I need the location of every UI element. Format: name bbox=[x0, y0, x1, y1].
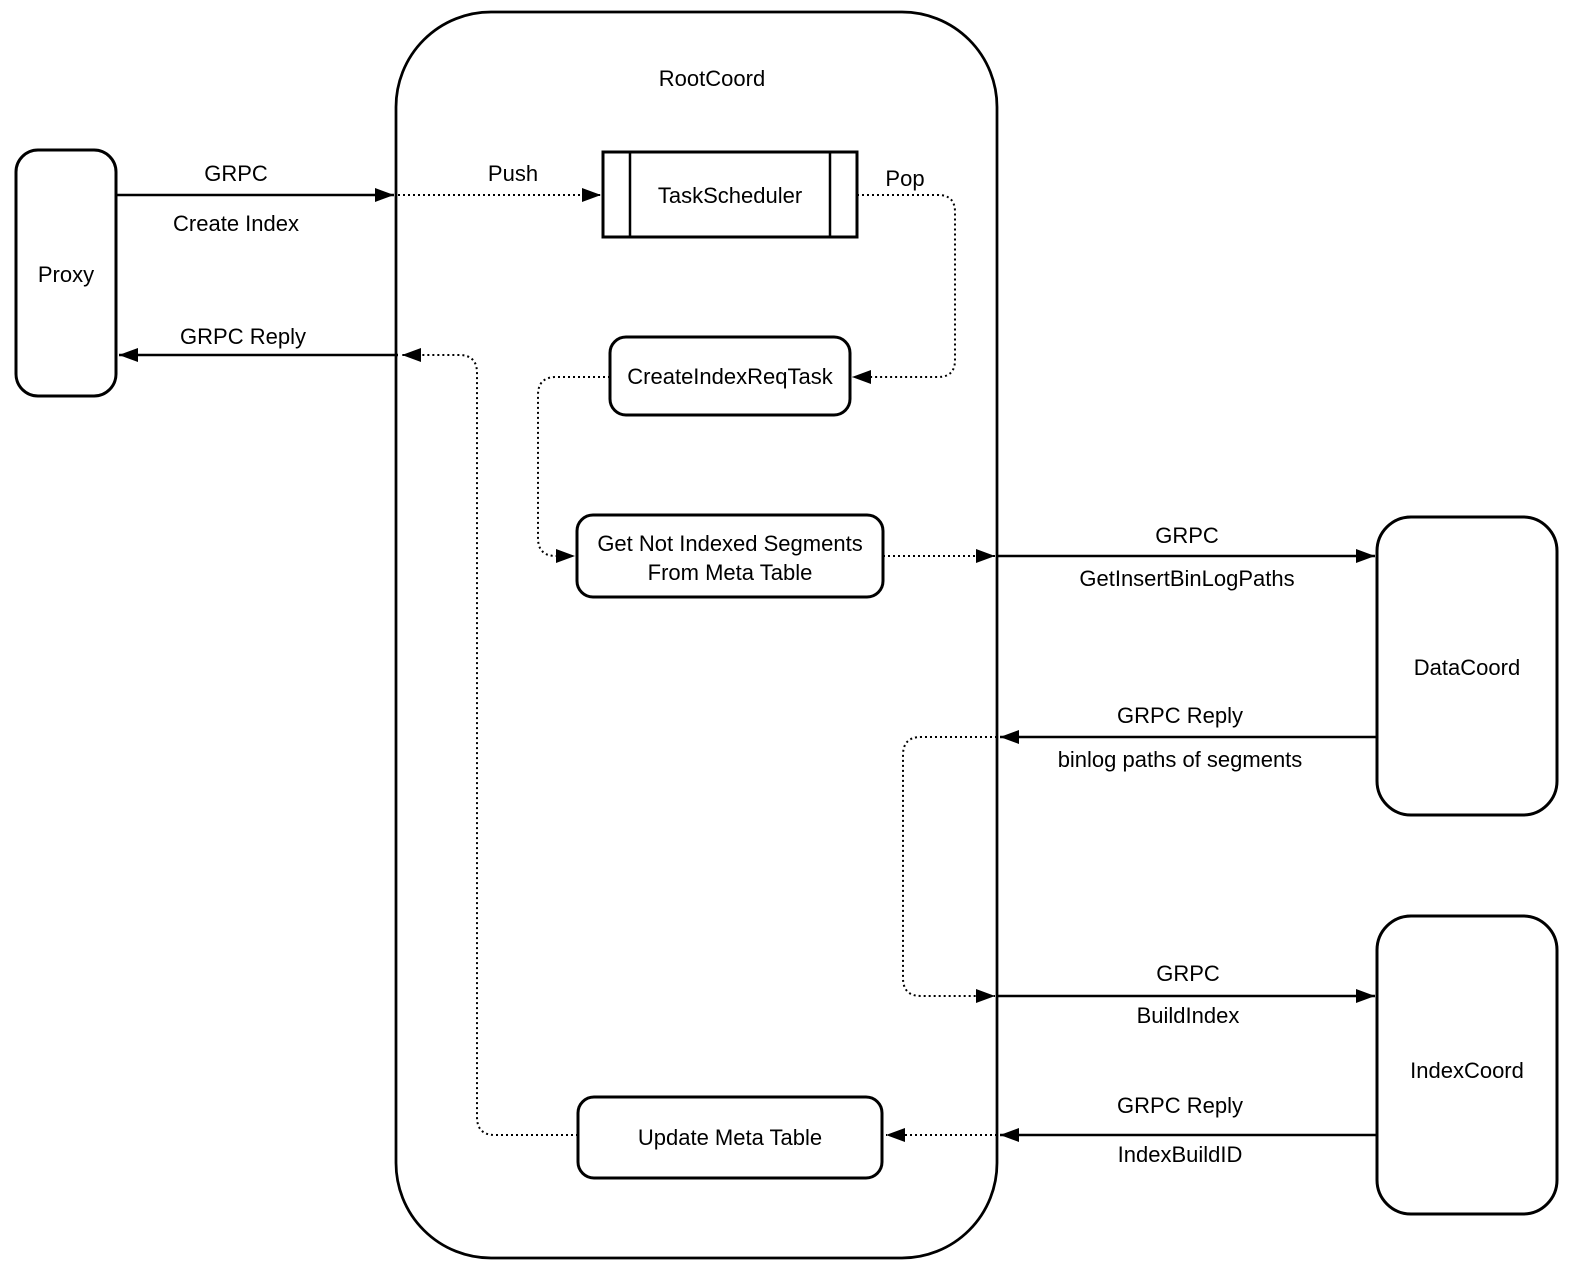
edge-grpc-reply-proxy-label: GRPC Reply bbox=[180, 324, 306, 349]
edge-updatemeta-to-grpcreply bbox=[402, 348, 578, 1136]
update-meta-table-label: Update Meta Table bbox=[638, 1125, 822, 1150]
proxy-node bbox=[14, 148, 118, 398]
edge-binlogpaths-protocol-label: GRPC Reply bbox=[1117, 703, 1243, 728]
edge-binlog-bypass bbox=[902, 736, 997, 1003]
edge-push-label: Push bbox=[488, 161, 538, 186]
edge-createindexreqtask-to-getnotindexed bbox=[537, 376, 610, 563]
get-not-indexed-segments-label-line2: From Meta Table bbox=[648, 560, 813, 585]
edge-getinsertbinlogpaths-method-label: GetInsertBinLogPaths bbox=[1079, 566, 1294, 591]
proxy-label: Proxy bbox=[38, 262, 94, 287]
edge-indexbuildid-method-label: IndexBuildID bbox=[1118, 1142, 1243, 1167]
edge-create-index-protocol-label: GRPC bbox=[204, 161, 268, 186]
create-index-req-task-label: CreateIndexReqTask bbox=[627, 364, 833, 389]
rootcoord-label: RootCoord bbox=[659, 66, 765, 91]
edge-indexbuildid-protocol-label: GRPC Reply bbox=[1117, 1093, 1243, 1118]
edge-pop bbox=[852, 194, 956, 384]
edge-create-index-method-label: Create Index bbox=[173, 211, 299, 236]
get-not-indexed-segments-label-line1: Get Not Indexed Segments bbox=[597, 531, 862, 556]
index-coord-node bbox=[1375, 914, 1559, 1216]
data-coord-label: DataCoord bbox=[1414, 655, 1520, 680]
edge-getinsertbinlogpaths-protocol-label: GRPC bbox=[1155, 523, 1219, 548]
update-meta-table-node bbox=[576, 1095, 884, 1180]
edge-pop-label: Pop bbox=[885, 166, 924, 191]
rootcoord-container bbox=[394, 10, 999, 1260]
index-coord-label: IndexCoord bbox=[1410, 1058, 1524, 1083]
task-scheduler-label: TaskScheduler bbox=[658, 183, 802, 208]
edge-buildindex-protocol-label: GRPC bbox=[1156, 961, 1220, 986]
edge-buildindex-method-label: BuildIndex bbox=[1137, 1003, 1240, 1028]
edge-binlogpaths-method-label: binlog paths of segments bbox=[1058, 747, 1303, 772]
task-scheduler-node bbox=[601, 150, 859, 239]
data-coord-node bbox=[1375, 515, 1559, 817]
